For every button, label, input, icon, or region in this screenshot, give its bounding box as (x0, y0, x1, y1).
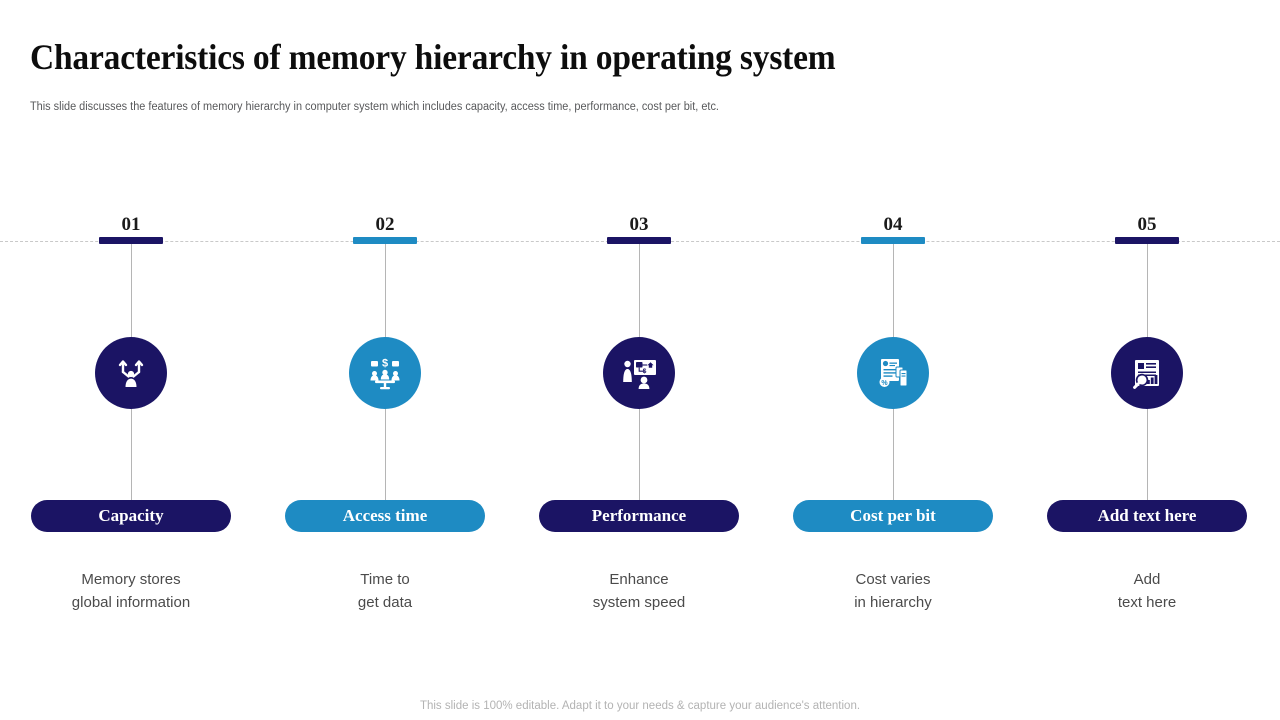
step-marker-bar (1115, 237, 1179, 244)
step-description: Time to get data (258, 568, 512, 614)
step-description: Add text here (1020, 568, 1274, 614)
step-label: Access time (342, 506, 428, 525)
step-icon-circle[interactable]: % (857, 337, 929, 409)
step-label-pill[interactable]: Capacity (31, 500, 231, 532)
step-number: 02 (375, 214, 395, 235)
step-icon-circle[interactable] (95, 337, 167, 409)
timeline-step-05[interactable]: 05 Add text here (1020, 200, 1274, 660)
step-number: 04 (883, 214, 903, 235)
person-growth-arrows-icon (114, 356, 148, 390)
step-description-line2: text here (1117, 594, 1177, 611)
report-chart-magnifier-icon (1130, 356, 1164, 390)
svg-text:$: $ (643, 368, 647, 375)
step-description-line2: global information (71, 594, 191, 611)
page-title: Characteristics of memory hierarchy in o… (30, 37, 836, 77)
step-description-line1: Cost varies (855, 571, 931, 588)
step-label-pill[interactable]: Performance (539, 500, 739, 532)
team-meeting-dollar-icon: $ (367, 356, 403, 390)
timeline-step-03[interactable]: 03 $ Performance (512, 200, 766, 660)
step-description-line2: get data (357, 594, 413, 611)
svg-text:%: % (881, 380, 888, 387)
step-marker-bar (861, 237, 925, 244)
step-icon-circle[interactable] (1111, 337, 1183, 409)
step-label: Capacity (98, 506, 164, 525)
step-label-pill[interactable]: Access time (285, 500, 485, 532)
page-subtitle: This slide discusses the features of mem… (30, 101, 719, 113)
step-label-pill[interactable]: Cost per bit (793, 500, 993, 532)
step-label: Cost per bit (850, 506, 936, 525)
step-number: 03 (629, 214, 649, 235)
step-label: Add text here (1097, 506, 1197, 525)
svg-text:$: $ (382, 358, 388, 370)
step-description-line1: Memory stores (81, 571, 181, 588)
step-label: Performance (591, 506, 687, 525)
step-description-line2: in hierarchy (854, 594, 932, 611)
step-number: 05 (1137, 214, 1157, 235)
timeline: 01 Capacity Memory stores g (0, 200, 1280, 660)
step-description-line1: Time to (360, 571, 410, 588)
step-icon-circle[interactable]: $ (603, 337, 675, 409)
step-marker-bar (607, 237, 671, 244)
step-description: Memory stores global information (4, 568, 258, 614)
timeline-step-01[interactable]: 01 Capacity Memory stores g (4, 200, 258, 660)
step-label-pill[interactable]: Add text here (1047, 500, 1247, 532)
footer-note: This slide is 100% editable. Adapt it to… (419, 700, 861, 712)
step-description-line2: system speed (592, 594, 686, 611)
invoice-documents-icon: % (876, 356, 910, 390)
timeline-step-02[interactable]: 02 $ A (258, 200, 512, 660)
step-marker-bar (353, 237, 417, 244)
step-marker-bar (99, 237, 163, 244)
step-number: 01 (121, 214, 141, 235)
step-description-line1: Enhance (609, 571, 669, 588)
step-description: Cost varies in hierarchy (766, 568, 1020, 614)
step-description: Enhance system speed (512, 568, 766, 614)
presentation-people-icon: $ (620, 356, 658, 390)
step-description-line1: Add (1133, 571, 1161, 588)
step-icon-circle[interactable]: $ (349, 337, 421, 409)
timeline-step-04[interactable]: 04 % (766, 200, 1020, 660)
